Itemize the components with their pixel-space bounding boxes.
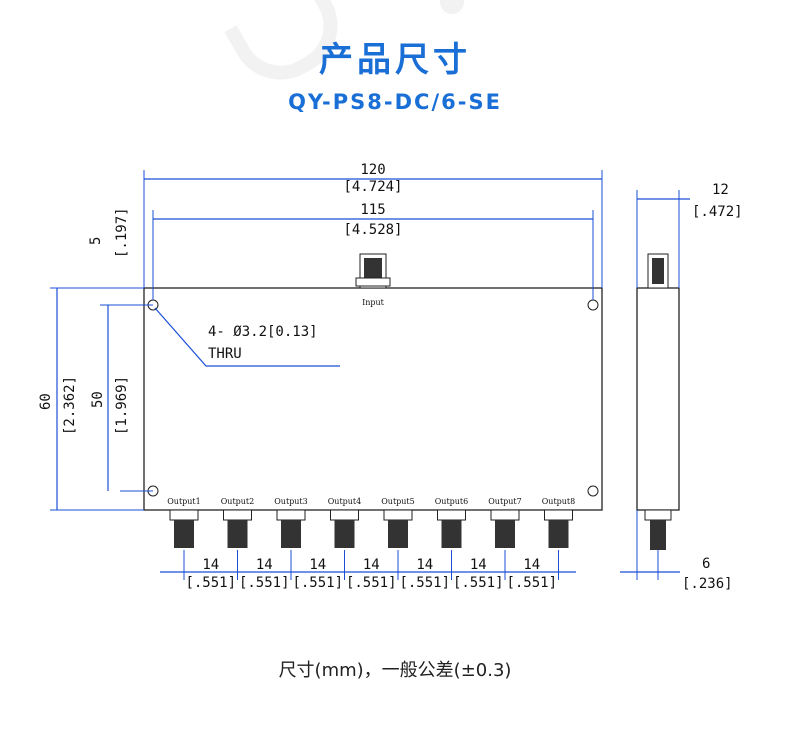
device-body-side bbox=[636, 287, 680, 511]
hole-leader bbox=[154, 307, 340, 367]
side-input-connector bbox=[647, 253, 669, 289]
output-label-7: Output7 bbox=[488, 497, 522, 506]
pitch-value-in-2: [.551] bbox=[239, 575, 290, 591]
pitch-value-7: 14 bbox=[523, 557, 540, 573]
dim-height: 60 bbox=[38, 393, 54, 410]
output-connector-8 bbox=[544, 509, 573, 548]
mount-hole-br bbox=[587, 485, 599, 497]
tolerance-caption: 尺寸(mm)，一般公差(±0.3) bbox=[278, 660, 512, 681]
device-body-front bbox=[143, 287, 603, 511]
dim-hole-height: 50 bbox=[90, 391, 106, 408]
hole-note: 4- Ø3.2[0.13] bbox=[208, 324, 318, 340]
pitch-value-5: 14 bbox=[416, 557, 433, 573]
dim-edge-offset: 5 bbox=[88, 237, 104, 245]
model-number: QY-PS8-DC/6-SE bbox=[288, 90, 502, 114]
output-connector-5 bbox=[383, 509, 413, 548]
output-connector-3 bbox=[276, 509, 306, 548]
dim-overall-length-in: [4.724] bbox=[343, 179, 402, 195]
dim-height-in: [2.362] bbox=[62, 376, 78, 435]
watermark-mark bbox=[440, 0, 464, 14]
pitch-value-in-5: [.551] bbox=[399, 575, 450, 591]
dim-conn-offset: 6 bbox=[702, 556, 710, 572]
output-label-4: Output4 bbox=[328, 497, 362, 506]
dim-conn-offset-in: [.236] bbox=[682, 576, 733, 592]
pitch-value-in-1: [.551] bbox=[185, 575, 236, 591]
output-connector-4 bbox=[330, 509, 359, 548]
pitch-value-1: 14 bbox=[202, 557, 219, 573]
pitch-value-in-3: [.551] bbox=[292, 575, 343, 591]
hole-note-thru: THRU bbox=[208, 346, 242, 362]
pitch-value-4: 14 bbox=[363, 557, 380, 573]
output-label-5: Output5 bbox=[381, 497, 415, 506]
dim-hole-length-in: [4.528] bbox=[343, 222, 402, 238]
output-label-2: Output2 bbox=[221, 497, 255, 506]
pitch-value-6: 14 bbox=[470, 557, 487, 573]
input-connector bbox=[355, 253, 391, 289]
dim-depth: 12 bbox=[712, 182, 729, 198]
output-connector-1 bbox=[169, 509, 199, 548]
pitch-value-in-7: [.551] bbox=[506, 575, 557, 591]
output-label-1: Output1 bbox=[167, 497, 201, 506]
pitch-value-in-4: [.551] bbox=[346, 575, 397, 591]
dim-hole-height-in: [1.969] bbox=[114, 376, 130, 435]
output-label-6: Output6 bbox=[435, 497, 469, 506]
page-title: 产品尺寸 bbox=[319, 40, 471, 80]
output-connector-2 bbox=[223, 509, 252, 548]
dim-depth-in: [.472] bbox=[692, 204, 743, 220]
pitch-value-2: 14 bbox=[256, 557, 273, 573]
pitch-value-in-6: [.551] bbox=[453, 575, 504, 591]
output-label-3: Output3 bbox=[274, 497, 308, 506]
input-label: Input bbox=[362, 298, 385, 307]
output-label-8: Output8 bbox=[542, 497, 576, 506]
dim-hole-length: 115 bbox=[360, 202, 385, 218]
output-connector-6 bbox=[437, 509, 466, 548]
dim-overall-length: 120 bbox=[360, 162, 385, 178]
side-output-connector bbox=[644, 509, 672, 550]
pitch-value-3: 14 bbox=[309, 557, 326, 573]
dim-edge-offset-in: [.197] bbox=[114, 207, 130, 258]
pitch-dims: 14 [.551] 14 [.551] 14 [.551] 14 [.551] 14 [.551]… bbox=[183, 550, 559, 591]
output-connectors: Output1 Output2 Output3 Output4 Output5 Outpu… bbox=[167, 497, 575, 548]
output-connector-7 bbox=[490, 509, 520, 548]
